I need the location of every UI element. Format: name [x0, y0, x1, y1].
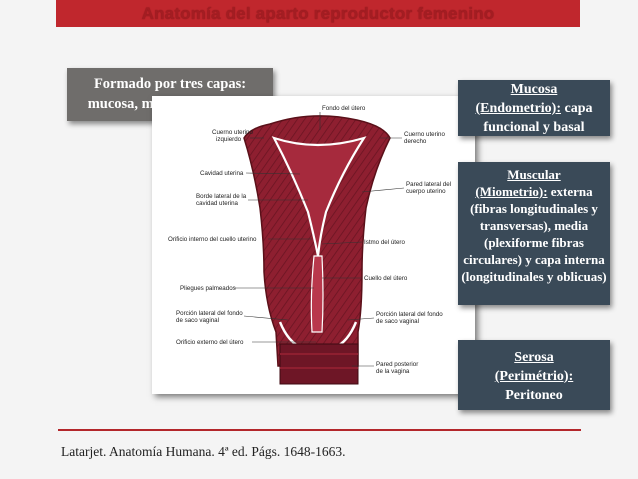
- muscular-head: Muscular: [507, 167, 561, 182]
- label-porcion-der-2: de saco vaginal: [376, 318, 419, 325]
- slide-title: Anatomía del aparto reproductor femenino: [141, 3, 495, 23]
- label-cuerno-der-2: derecho: [404, 138, 427, 145]
- label-porcion-izq-2: de saco vaginal: [176, 317, 219, 324]
- vagina: [279, 343, 359, 385]
- mucosa-card: Mucosa (Endometrio): capa funcional y ba…: [458, 80, 610, 136]
- serosa-head: Serosa: [514, 350, 554, 365]
- uterine-cavity: [271, 136, 367, 257]
- uterus-figure: Fondo del útero Cuerno uterino izquierdo…: [152, 96, 475, 394]
- label-pared-post-1: Pared posterior: [376, 361, 418, 368]
- mucosa-rest: capa funcional y basal: [483, 101, 593, 135]
- uterus-diagram: Fondo del útero Cuerno uterino izquierdo…: [168, 105, 451, 385]
- label-orificio-int: Orificio interno del cuello uterino: [168, 236, 257, 243]
- label-porcion-der-1: Porción lateral del fondo: [376, 311, 443, 318]
- muscular-card: Muscular (Miometrio): externa (fibras lo…: [458, 162, 610, 305]
- mucosa-head: Mucosa: [510, 82, 558, 97]
- label-orificio-ext: Orificio externo del útero: [176, 339, 244, 346]
- muscular-sub: (Miometrio):: [475, 184, 548, 199]
- label-cuerno-izq-2: izquierdo: [216, 136, 242, 143]
- label-porcion-izq-1: Porción lateral del fondo: [176, 310, 243, 317]
- mucosa-sub: (Endometrio):: [475, 101, 562, 116]
- serosa-card: Serosa (Perimétrio): Peritoneo: [458, 340, 610, 410]
- label-cuello: Cuello del útero: [364, 275, 408, 282]
- label-pared-2: cuerpo uterino: [406, 188, 446, 195]
- title-bar: Anatomía del aparto reproductor femenino: [56, 0, 580, 27]
- serosa-rest: Peritoneo: [505, 388, 563, 403]
- label-fondo: Fondo del útero: [322, 105, 366, 112]
- label-istmo: Istmo del útero: [364, 239, 405, 246]
- label-borde-2: cavidad uterina: [196, 200, 239, 207]
- label-cavidad: Cavidad uterina: [200, 170, 244, 177]
- label-cuerno-der-1: Cuerno uterino: [404, 131, 445, 138]
- divider-line: [58, 429, 581, 431]
- label-borde-1: Borde lateral de la: [196, 193, 247, 200]
- muscular-rest: externa (fibras longitudinales y transve…: [461, 184, 607, 284]
- reference-text: Latarjet. Anatomía Humana. 4ª ed. Págs. …: [61, 444, 346, 459]
- label-pared-1: Pared lateral del: [406, 181, 451, 188]
- intro-line-1: Formado por tres capas:: [93, 76, 247, 92]
- serosa-sub: (Perimétrio):: [494, 369, 574, 384]
- label-cuerno-izq-1: Cuerno uterino: [212, 129, 253, 136]
- label-pliegues: Pliegues palmeados: [180, 285, 236, 292]
- cervical-canal: [310, 255, 324, 333]
- label-pared-post-2: de la vagina: [376, 368, 410, 375]
